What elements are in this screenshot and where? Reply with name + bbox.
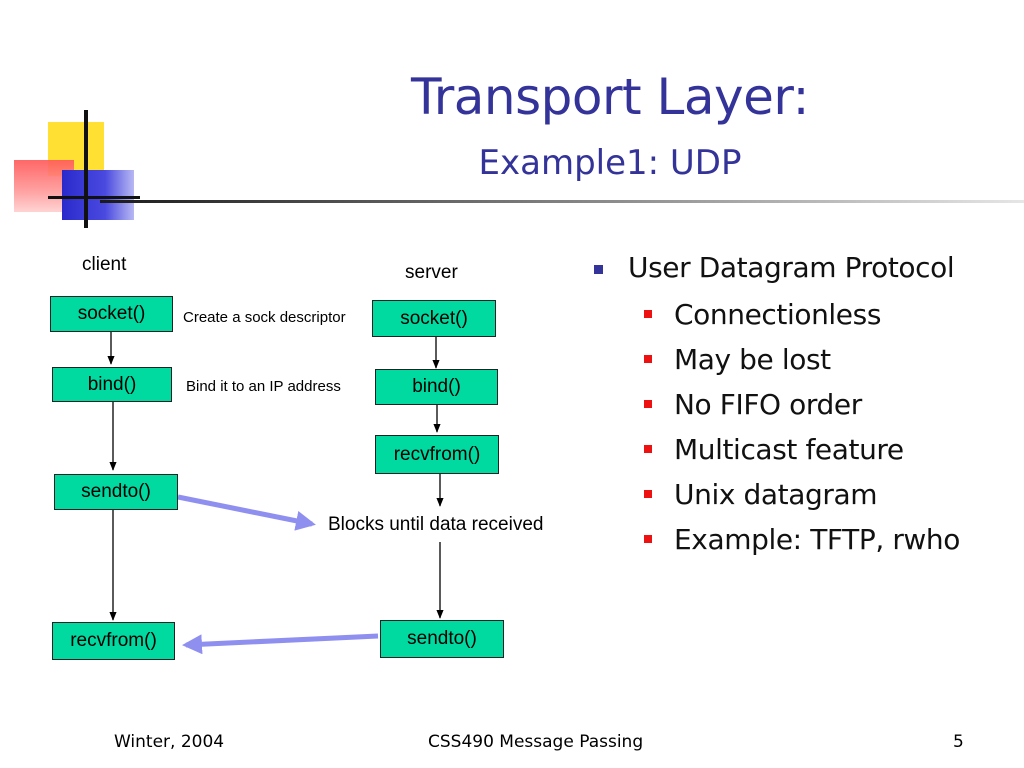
client-bind-box: bind() <box>52 367 172 402</box>
server-label: server <box>405 262 458 283</box>
client-recvfrom-box: recvfrom() <box>52 622 175 660</box>
bullet-item: No FIFO order <box>590 382 1020 427</box>
page-number: 5 <box>953 732 964 752</box>
logo-horizontal-line <box>48 196 140 199</box>
bullet-list: User Datagram Protocol Connectionless Ma… <box>590 248 1020 562</box>
footer-course: CSS490 Message Passing <box>428 732 644 752</box>
bullet-square-icon <box>594 265 603 274</box>
title-divider <box>100 200 1024 203</box>
bullet-square-icon <box>644 490 652 498</box>
bullet-item: May be lost <box>590 337 1020 382</box>
message-arrow-request <box>177 494 316 531</box>
note-socket: Create a sock descriptor <box>183 309 346 326</box>
logo-vertical-line <box>84 110 88 228</box>
bullet-square-icon <box>644 535 652 543</box>
client-sendto-box: sendto() <box>54 474 178 510</box>
server-sendto-box: sendto() <box>380 620 504 658</box>
note-blocks: Blocks until data received <box>328 514 544 535</box>
message-arrow-reply <box>182 633 379 655</box>
bullet-square-icon <box>644 310 652 318</box>
server-recvfrom-box: recvfrom() <box>375 435 499 474</box>
bullet-item: Multicast feature <box>590 427 1020 472</box>
client-label: client <box>82 254 127 275</box>
slide-title: Transport Layer: <box>411 68 809 126</box>
footer-date: Winter, 2004 <box>114 732 225 752</box>
bullet-item: Unix datagram <box>590 472 1020 517</box>
bullet-heading: User Datagram Protocol <box>590 248 1020 292</box>
server-bind-box: bind() <box>375 369 498 405</box>
bullet-item: Example: TFTP, rwho <box>590 517 1020 562</box>
slide-subtitle: Example1: UDP <box>478 143 742 183</box>
note-bind: Bind it to an IP address <box>186 378 341 395</box>
bullet-square-icon <box>644 355 652 363</box>
logo-blue-block <box>62 170 134 220</box>
client-socket-box: socket() <box>50 296 173 332</box>
bullet-square-icon <box>644 445 652 453</box>
bullet-item: Connectionless <box>590 292 1020 337</box>
server-socket-box: socket() <box>372 300 496 337</box>
bullet-square-icon <box>644 400 652 408</box>
